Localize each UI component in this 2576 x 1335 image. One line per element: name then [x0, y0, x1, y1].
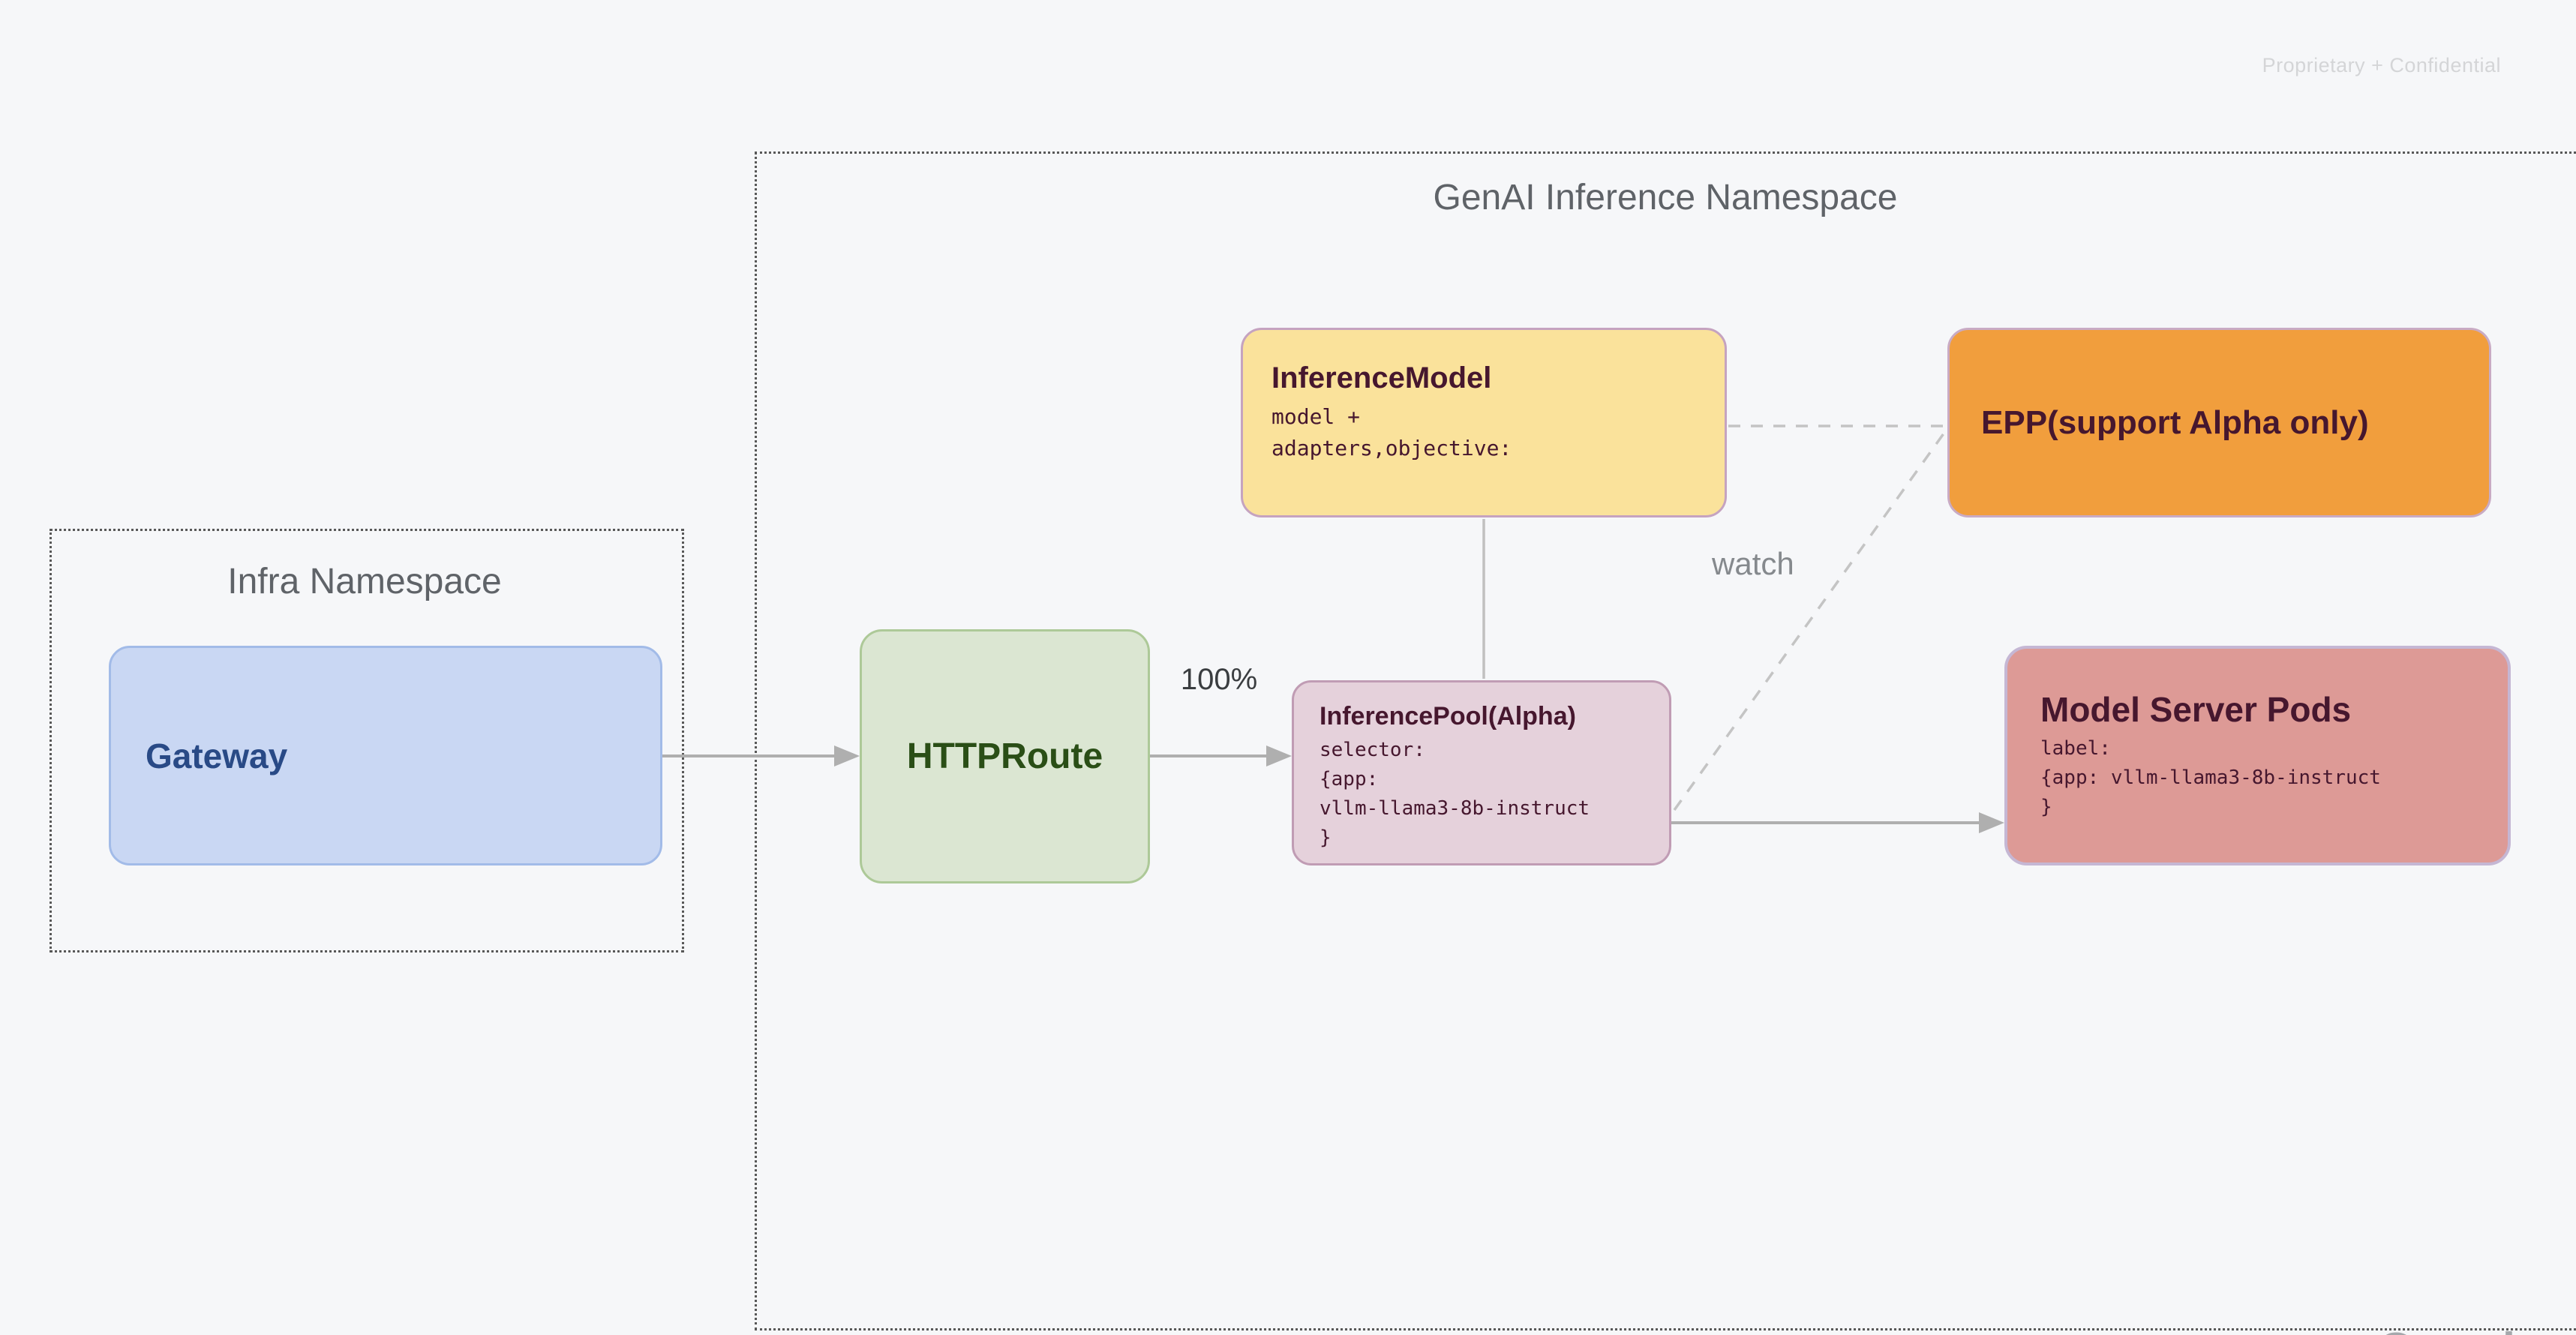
model-server-pods-node-title: Model Server Pods — [2040, 690, 2352, 729]
google-logo: Google — [2378, 1323, 2543, 1335]
infra-namespace-box — [50, 529, 684, 952]
model-server-pods-node-spec: label: {app: vllm-llama3-8b-instruct } — [2040, 737, 2381, 818]
inference-model-node: InferenceModel model + adapters,objectiv… — [1241, 328, 1727, 518]
inference-model-node-spec: model + adapters,objective: — [1271, 404, 1512, 460]
epp-node: EPP(support Alpha only) — [1947, 328, 2491, 518]
epp-node-label: EPP(support Alpha only) — [1981, 404, 2369, 441]
httproute-node: HTTPRoute — [860, 629, 1150, 884]
inference-pool-node-title: InferencePool(Alpha) — [1320, 702, 1576, 730]
confidential-watermark: Proprietary + Confidential — [2262, 54, 2501, 76]
model-server-pods-node: Model Server Pods label: {app: vllm-llam… — [2004, 646, 2511, 866]
watch-label: watch — [1712, 546, 1794, 581]
inference-pool-node: InferencePool(Alpha) selector: {app: vll… — [1292, 680, 1671, 866]
genai-inference-namespace-box — [755, 152, 2576, 1330]
route-weight-label: 100% — [1180, 663, 1258, 696]
gateway-node: Gateway — [109, 646, 662, 866]
gateway-node-label: Gateway — [146, 736, 288, 776]
inference-model-node-title: InferenceModel — [1271, 362, 1492, 394]
inference-pool-node-spec: selector: {app: vllm-llama3-8b-instruct … — [1320, 739, 1590, 849]
genai-inference-namespace-title: GenAI Inference Namespace — [1433, 178, 1898, 218]
infra-namespace-title: Infra Namespace — [227, 562, 502, 602]
httproute-node-label: HTTPRoute — [906, 736, 1103, 776]
